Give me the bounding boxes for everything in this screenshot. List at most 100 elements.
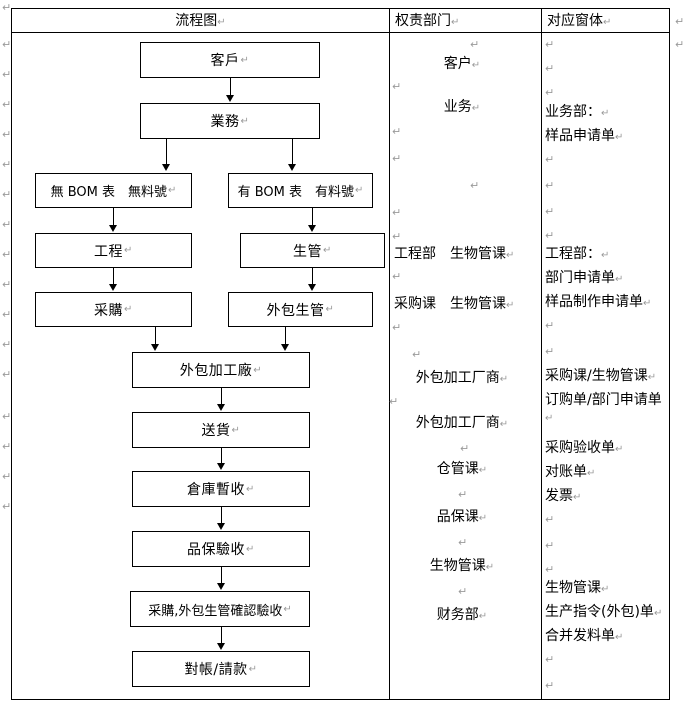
connector-line xyxy=(312,268,313,284)
dept-entry-bio: 生物管课↵ xyxy=(429,558,495,574)
flow-node-sales[interactable]: 業務↵ xyxy=(140,103,320,139)
pilcrow-mark: ↵ xyxy=(545,563,555,576)
pilcrow-mark: ↵ xyxy=(458,585,468,598)
pilcrow-mark: ↵ xyxy=(392,230,402,243)
connector-arrow xyxy=(217,404,225,411)
flow-node-delivery[interactable]: 送貨↵ xyxy=(132,412,310,448)
pilcrow-mark: ↵ xyxy=(412,348,422,361)
pilcrow-mark: ↵ xyxy=(470,179,480,192)
connector-line xyxy=(155,327,156,345)
pilcrow-mark: ↵ xyxy=(2,338,12,351)
form-entry-dept-req: 部门申请单↵ xyxy=(545,270,624,286)
dept-entry-finance: 财务部↵ xyxy=(436,607,488,623)
pilcrow-mark: ↵ xyxy=(2,1,12,14)
flow-node-outsource-pm[interactable]: 外包生管↵ xyxy=(228,292,373,327)
column-divider-2 xyxy=(541,9,542,699)
connector-line xyxy=(166,139,167,165)
pilcrow-mark: ↵ xyxy=(2,218,12,231)
connector-arrow xyxy=(109,284,117,291)
flow-node-has-bom[interactable]: 有 BOM 表 有料號↵ xyxy=(228,173,373,208)
form-entry-merge-issue: 合并发料单↵ xyxy=(545,628,624,644)
flow-node-customer[interactable]: 客戶↵ xyxy=(140,42,320,78)
header-dept: 权责部门↵ xyxy=(395,13,460,29)
connector-line xyxy=(113,208,114,225)
dept-entry-warehouse: 仓管课↵ xyxy=(436,461,488,477)
connector-arrow xyxy=(109,225,117,232)
form-entry-sample-req: 样品申请单↵ xyxy=(545,128,624,144)
pilcrow-mark: ↵ xyxy=(545,319,555,332)
pilcrow-mark: ↵ xyxy=(2,158,12,171)
pilcrow-mark: ↵ xyxy=(545,153,555,166)
flow-node-engineering[interactable]: 工程↵ xyxy=(35,233,192,268)
connector-arrow xyxy=(217,643,225,650)
pilcrow-mark: ↵ xyxy=(392,80,402,93)
connector-arrow xyxy=(217,583,225,590)
form-entry-prod-order: 生产指令(外包)单↵ xyxy=(545,604,663,620)
pilcrow-mark: ↵ xyxy=(675,15,685,28)
connector-line xyxy=(221,507,222,524)
header-flow: 流程图↵ xyxy=(175,13,226,29)
pilcrow-mark: ↵ xyxy=(2,368,12,381)
dept-entry-vendor-2: 外包加工厂商↵ xyxy=(415,415,509,431)
connector-arrow xyxy=(217,463,225,470)
form-entry-eng-dept: 工程部：↵ xyxy=(545,246,610,262)
header-row-divider xyxy=(12,32,669,33)
pilcrow-mark: ↵ xyxy=(460,442,470,455)
header-form: 对应窗体↵ xyxy=(547,13,612,29)
pilcrow-mark: ↵ xyxy=(545,38,555,51)
connector-arrow xyxy=(281,344,289,351)
pilcrow-mark: ↵ xyxy=(2,68,12,81)
flow-node-qa-inspection[interactable]: 品保驗收↵ xyxy=(132,531,310,567)
pilcrow-mark: ↵ xyxy=(545,205,555,218)
dept-entry-customer: 客户↵ xyxy=(443,56,481,72)
connector-arrow xyxy=(151,344,159,351)
pilcrow-mark: ↵ xyxy=(545,229,555,242)
pilcrow-mark: ↵ xyxy=(470,38,480,51)
form-entry-invoice: 发票↵ xyxy=(545,488,582,504)
pilcrow-mark: ↵ xyxy=(389,395,399,408)
form-entry-statement: 对账单↵ xyxy=(545,464,596,480)
pilcrow-mark: ↵ xyxy=(392,270,402,283)
connector-line xyxy=(312,208,313,225)
flow-node-confirm[interactable]: 采購,外包生管確認驗收↵ xyxy=(130,591,310,627)
pilcrow-mark: ↵ xyxy=(392,321,402,334)
flow-node-purchasing[interactable]: 采購↵ xyxy=(35,292,192,327)
column-divider-1 xyxy=(389,9,390,699)
form-entry-order-dept: 订购单/部门申请单↵ xyxy=(545,392,662,424)
layout-table: 流程图↵ 权责部门↵ 对应窗体↵ xyxy=(11,8,670,700)
flow-node-warehouse[interactable]: 倉庫暫收↵ xyxy=(132,471,310,507)
dept-entry-purchasing: 采购课 生物管课↵ xyxy=(394,296,515,312)
connector-arrow xyxy=(217,523,225,530)
connector-line xyxy=(221,448,222,464)
pilcrow-mark: ↵ xyxy=(392,152,402,165)
connector-line xyxy=(221,567,222,584)
pilcrow-mark: ↵ xyxy=(2,500,12,513)
pilcrow-mark: ↵ xyxy=(545,345,555,358)
form-entry-sales-dept: 业务部：↵ xyxy=(545,104,610,120)
pilcrow-mark: ↵ xyxy=(2,308,12,321)
flow-node-no-bom[interactable]: 無 BOM 表 無料號↵ xyxy=(35,173,192,208)
flow-node-production[interactable]: 生管↵ xyxy=(240,233,385,268)
connector-line xyxy=(230,78,231,96)
dept-entry-sales: 业务↵ xyxy=(443,99,481,115)
form-entry-purch-recv: 采购验收单↵ xyxy=(545,440,624,456)
connector-arrow xyxy=(162,164,170,171)
pilcrow-mark: ↵ xyxy=(2,128,12,141)
pilcrow-mark: ↵ xyxy=(2,470,12,483)
pilcrow-mark: ↵ xyxy=(675,38,685,51)
pilcrow-mark: ↵ xyxy=(545,653,555,666)
pilcrow-mark: ↵ xyxy=(2,440,12,453)
connector-line xyxy=(285,327,286,345)
flow-node-billing[interactable]: 對帳/請款↵ xyxy=(132,651,310,687)
pilcrow-mark: ↵ xyxy=(2,248,12,261)
connector-arrow xyxy=(226,95,234,102)
pilcrow-mark: ↵ xyxy=(545,513,555,526)
connector-line xyxy=(292,139,293,165)
dept-entry-qa: 品保课↵ xyxy=(436,509,488,525)
connector-line xyxy=(221,388,222,405)
pilcrow-mark: ↵ xyxy=(2,188,12,201)
flow-node-outsource-factory[interactable]: 外包加工廠↵ xyxy=(132,352,310,388)
pilcrow-mark: ↵ xyxy=(392,206,402,219)
form-entry-sample-make: 样品制作申请单↵ xyxy=(545,294,652,310)
pilcrow-mark: ↵ xyxy=(545,679,555,692)
